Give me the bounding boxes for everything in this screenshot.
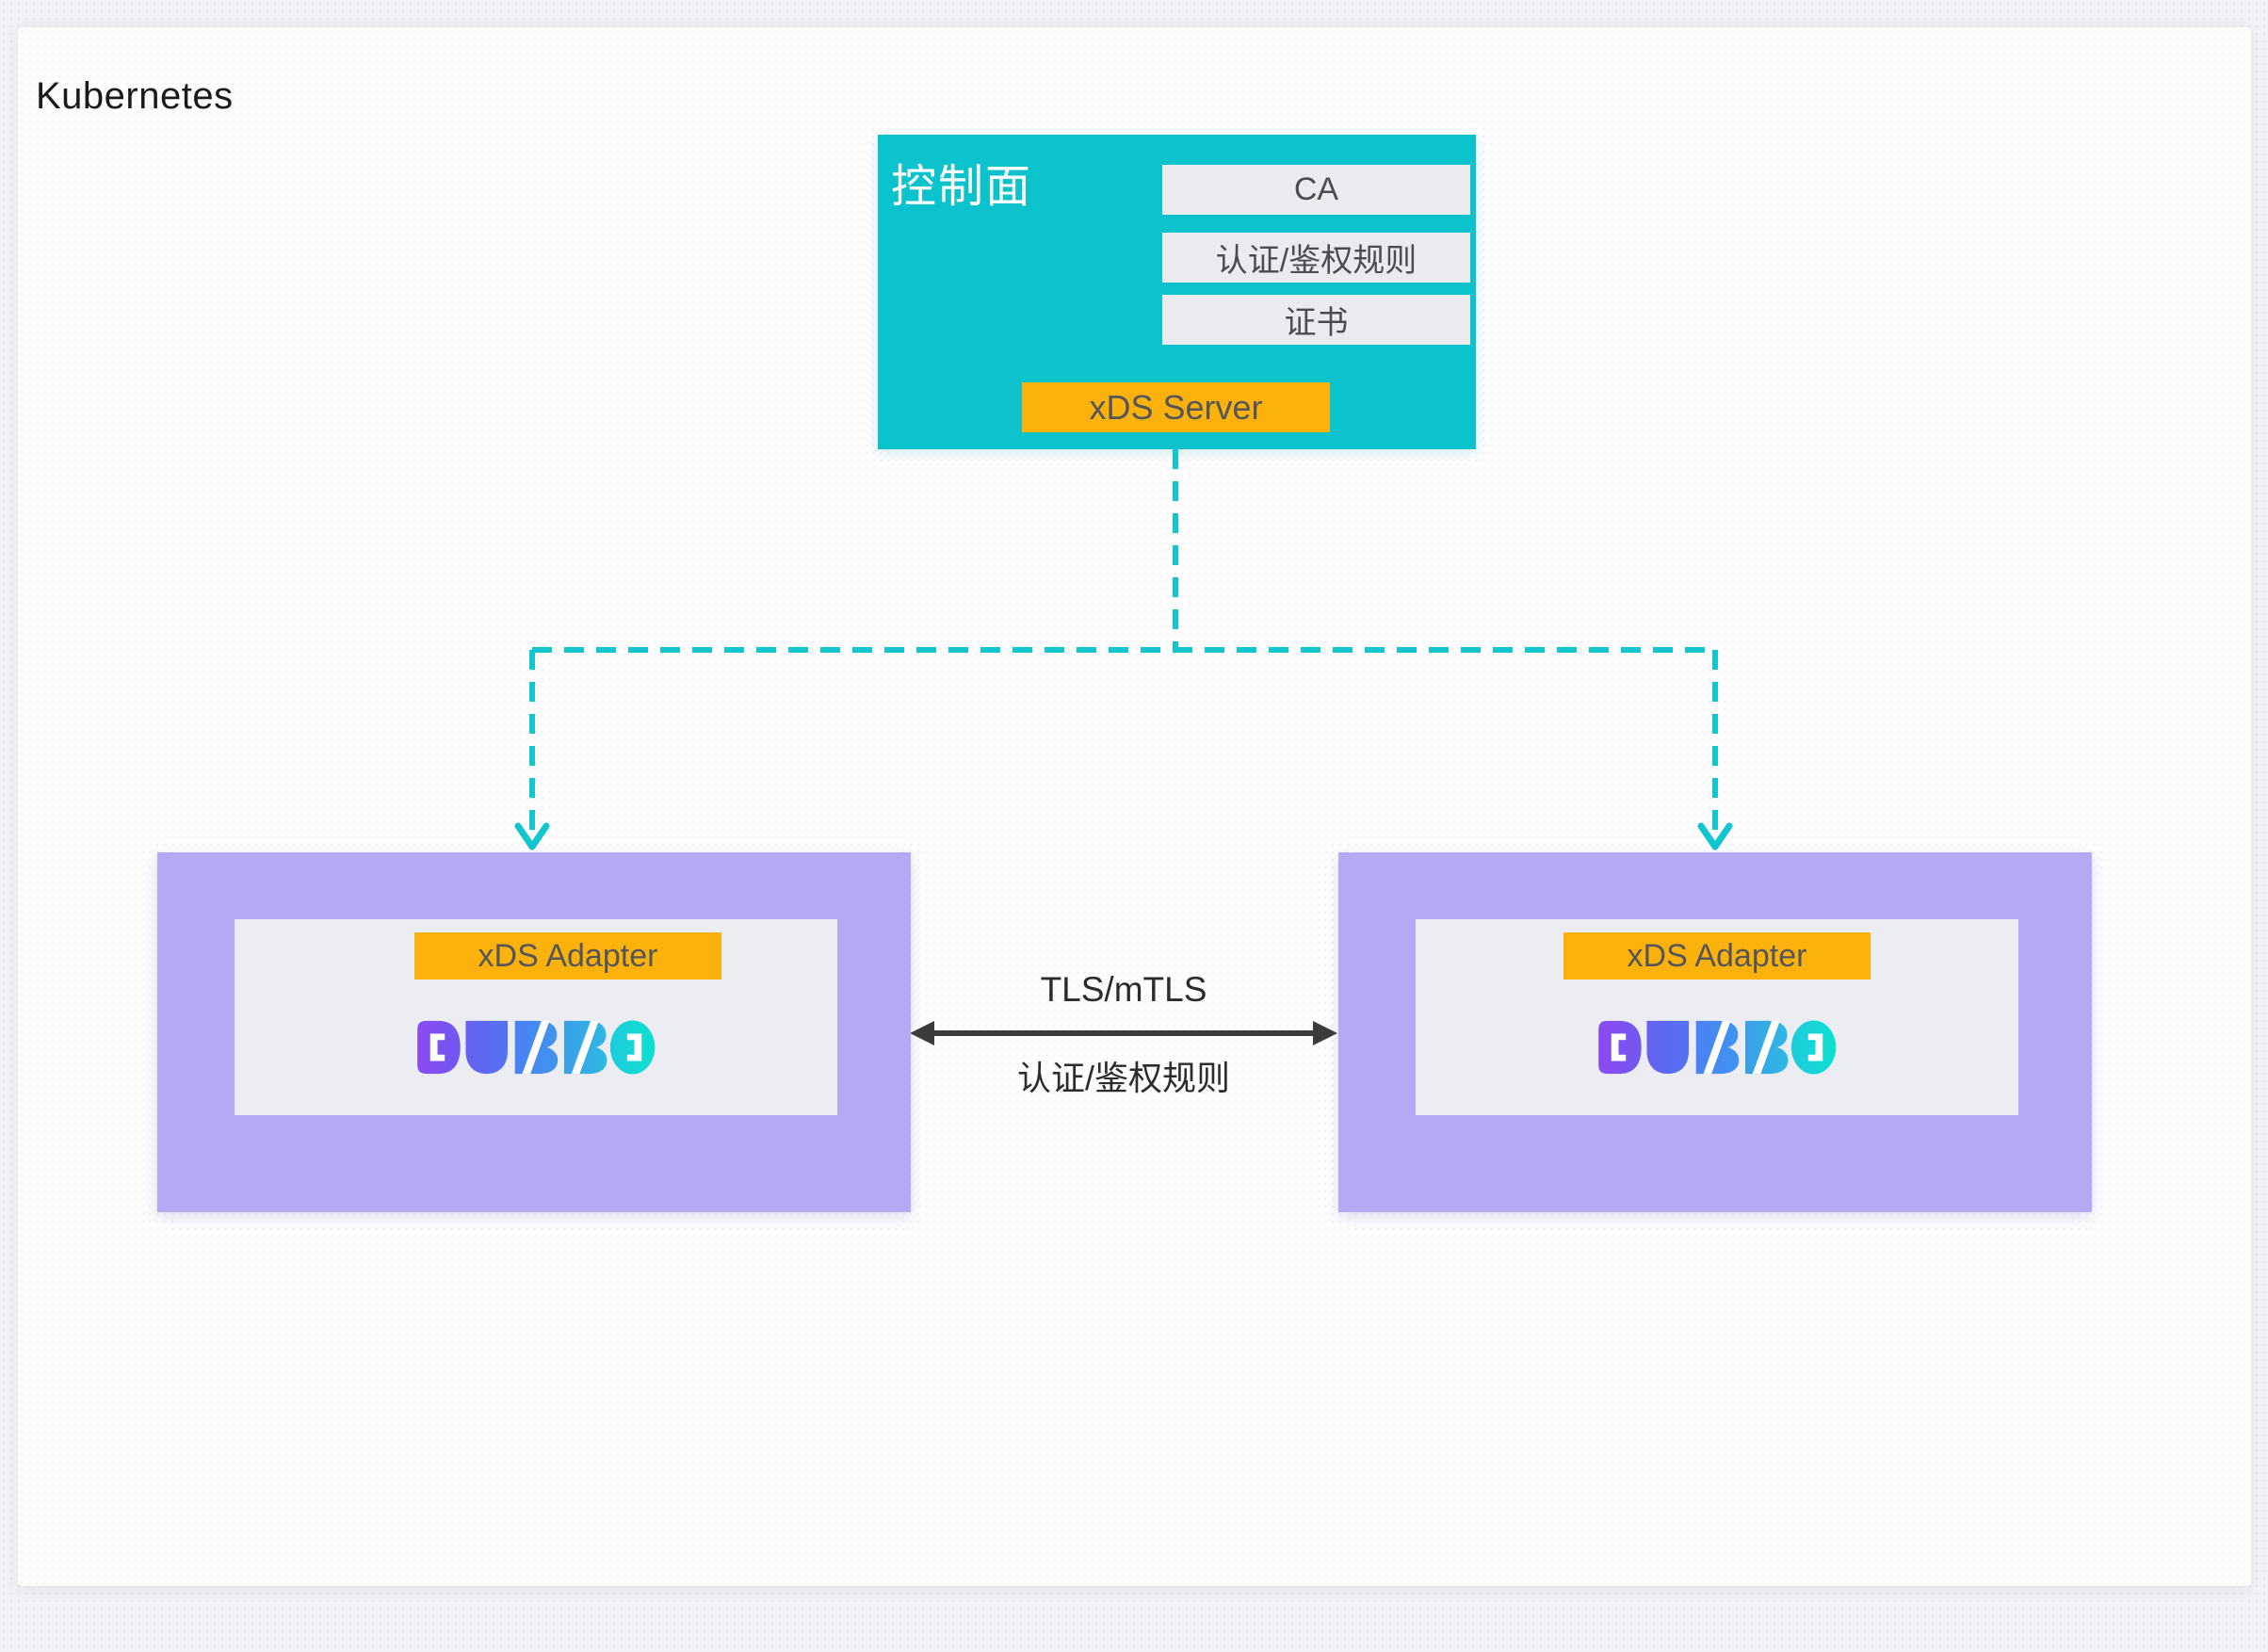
dubbo-glyph-b1 xyxy=(514,1020,559,1075)
kubernetes-label: Kubernetes xyxy=(36,75,234,117)
control-plane-title: 控制面 xyxy=(891,162,1033,212)
dubbo-glyph-d xyxy=(417,1020,461,1075)
xds-server-box: xDS Server xyxy=(1022,382,1330,432)
dubbo-glyph-o xyxy=(1790,1020,1837,1075)
tls-label: TLS/mTLS xyxy=(1040,970,1207,1009)
dubbo-node-left: xDS Adapter xyxy=(157,852,911,1212)
dubbo-glyph-b1 xyxy=(1695,1020,1740,1075)
node-inner-left: xDS Adapter xyxy=(235,919,837,1115)
dubbo-glyph-u xyxy=(1646,1020,1689,1075)
dubbo-logo xyxy=(1598,1020,1837,1075)
dubbo-glyph-b2 xyxy=(564,1020,608,1075)
control-plane-box: 控制面 CA 认证/鉴权规则 证书 xDS Server xyxy=(878,135,1476,449)
xds-adapter-box-left: xDS Adapter xyxy=(414,932,721,980)
auth-rules-label: 认证/鉴权规则 xyxy=(1016,1059,1230,1097)
chip-certificate: 证书 xyxy=(1162,295,1470,345)
dubbo-node-right: xDS Adapter xyxy=(1338,852,2092,1212)
dubbo-glyph-d xyxy=(1598,1020,1642,1075)
xds-adapter-box-right: xDS Adapter xyxy=(1563,932,1871,980)
dubbo-glyph-u xyxy=(465,1020,508,1075)
chip-auth-rules: 认证/鉴权规则 xyxy=(1162,233,1470,283)
node-inner-right: xDS Adapter xyxy=(1416,919,2018,1115)
chip-ca: CA xyxy=(1162,165,1470,215)
dubbo-glyph-o xyxy=(609,1020,656,1075)
dubbo-logo xyxy=(417,1020,656,1075)
dubbo-glyph-b2 xyxy=(1745,1020,1789,1075)
